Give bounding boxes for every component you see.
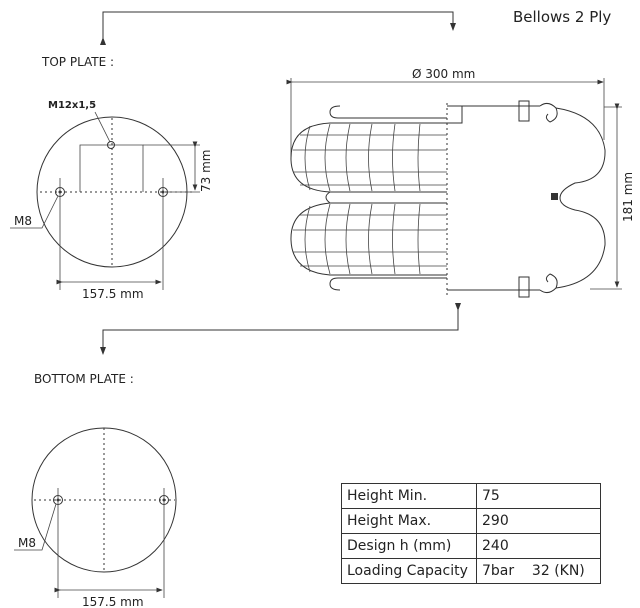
specs-table: Height Min.75 Height Max.290 Design h (m… bbox=[341, 483, 601, 584]
offset-label: 73 mm bbox=[199, 150, 213, 192]
height-label: 181 mm bbox=[621, 172, 635, 222]
bottom-plate-label: BOTTOM PLATE : bbox=[34, 372, 134, 386]
drawing-title: Bellows 2 Ply bbox=[513, 8, 611, 26]
bellows-drawing bbox=[286, 78, 622, 298]
hole-spacing-bottom: 157.5 mm bbox=[82, 595, 144, 608]
flow-arrow-top bbox=[100, 11, 456, 45]
hole-spacing-top: 157.5 mm bbox=[82, 287, 144, 301]
spec-label: Height Min. bbox=[341, 483, 477, 509]
spec-value: 290 bbox=[476, 508, 601, 534]
table-row: Height Max.290 bbox=[341, 508, 601, 534]
spec-label: Height Max. bbox=[341, 508, 477, 534]
spec-value: 240 bbox=[476, 533, 601, 559]
table-row: Design h (mm)240 bbox=[341, 533, 601, 559]
bottom-plate-drawing bbox=[14, 427, 177, 598]
spec-label: Loading Capacity bbox=[341, 558, 477, 584]
spec-label: Design h (mm) bbox=[341, 533, 477, 559]
flow-arrow-bottom bbox=[100, 303, 461, 355]
thread-label: M12x1,5 bbox=[48, 100, 96, 111]
table-row: Height Min.75 bbox=[341, 483, 601, 509]
bolt-label-bottom: M8 bbox=[18, 536, 36, 550]
spec-value: 75 bbox=[476, 483, 601, 509]
thread-hole bbox=[107, 141, 115, 149]
spec-value: 7bar 32 (KN) bbox=[476, 558, 601, 584]
diameter-label: Ø 300 mm bbox=[412, 67, 475, 81]
top-plate-drawing bbox=[10, 111, 200, 290]
bolt-label-top: M8 bbox=[14, 214, 32, 228]
top-plate-label: TOP PLATE : bbox=[41, 55, 114, 69]
